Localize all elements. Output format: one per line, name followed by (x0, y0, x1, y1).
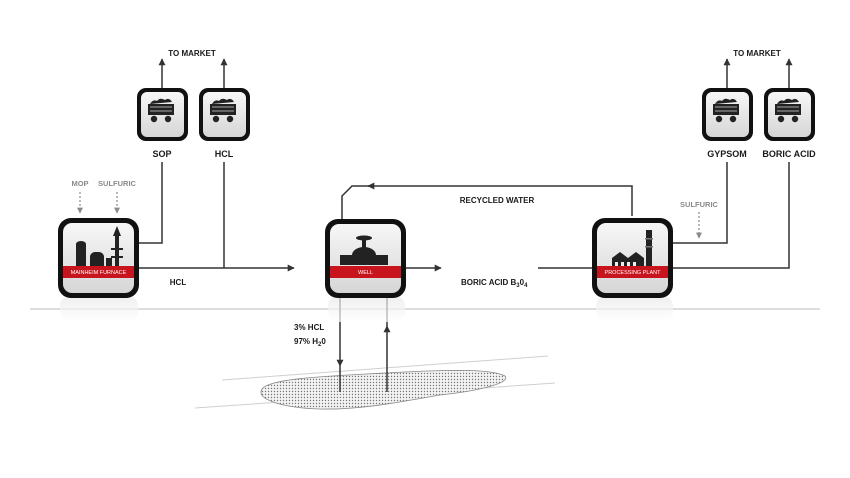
to-market-right-label: TO MARKET (733, 49, 781, 58)
reservoir (194, 355, 556, 410)
recycled-water-label: RECYCLED WATER (460, 196, 535, 205)
hcl-flow-label: HCL (170, 278, 187, 287)
sulfuric-left-input-label: SULFURIC (98, 179, 136, 188)
furnace-to-sop-line (138, 162, 163, 244)
furnace-label: MAINHEIM FURNACE (71, 270, 127, 276)
mine-cart-icon (148, 98, 174, 123)
plant-label: PROCESSING PLANT (605, 270, 662, 276)
gypsom-label: GYPSOM (707, 149, 747, 159)
valve-icon (340, 235, 388, 265)
injection-hcl-label: 3% HCL (294, 323, 324, 332)
to-market-left-label: TO MARKET (168, 49, 216, 58)
recycled-water-line (367, 182, 633, 216)
plant-to-gypsom-line (672, 162, 728, 244)
gypsom-product-box (702, 88, 753, 141)
plant-to-boricacid-line (672, 162, 790, 269)
well-label: WELL (358, 270, 373, 276)
boric-acid-product-label: BORIC ACID (762, 149, 816, 159)
boric-acid-product-box (764, 88, 815, 141)
hcl-product-box (199, 88, 250, 141)
sulfuric-right-input-label: SULFURIC (680, 200, 718, 209)
mine-cart-icon (775, 98, 801, 123)
hcl-product-label: HCL (215, 149, 234, 159)
mine-cart-icon (713, 98, 739, 123)
well-box: WELL (325, 219, 406, 322)
sop-label: SOP (152, 149, 171, 159)
sop-product-box (137, 88, 188, 141)
boric-acid-flow-label: BORIC ACID B304 (461, 278, 528, 289)
mainheim-furnace-box: MAINHEIM FURNACE (58, 218, 139, 322)
injection-water-label: 97% H20 (294, 337, 326, 348)
recycled-water-return-line (341, 185, 372, 220)
mop-input-label: MOP (71, 179, 88, 188)
processing-plant-box: PROCESSING PLANT (592, 218, 673, 322)
mine-cart-icon (210, 98, 236, 123)
